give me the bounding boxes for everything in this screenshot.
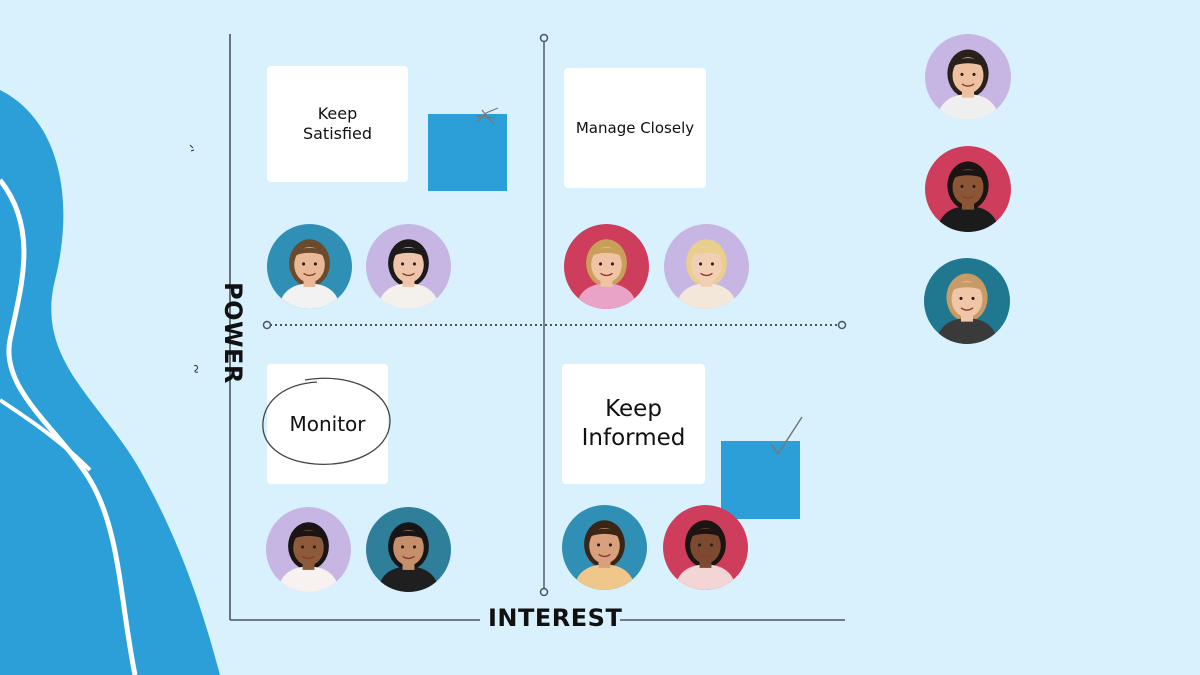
quadrant-label: Keep Informed — [581, 396, 686, 451]
avatar-side-1[interactable] — [925, 34, 1011, 120]
sticky-note[interactable] — [428, 114, 507, 191]
quadrant-card-manage-closely[interactable]: Manage Closely — [564, 68, 706, 188]
person-portrait-icon — [925, 34, 1011, 120]
person-portrait-icon — [564, 224, 649, 309]
avatar-side-3[interactable] — [924, 258, 1010, 344]
checkmark-doodle-icon — [770, 416, 803, 456]
person-portrait-icon — [366, 507, 451, 592]
person-portrait-icon — [366, 224, 451, 309]
avatar-bl-2[interactable] — [366, 507, 451, 592]
quadrant-label: Monitor — [289, 412, 366, 436]
avatar-tl-2[interactable] — [366, 224, 451, 309]
x-axis-label: INTEREST — [488, 604, 623, 632]
quadrant-card-keep-satisfied[interactable]: Keep Satisfied — [267, 66, 408, 182]
star-doodle-icon — [475, 107, 499, 125]
sticky-note[interactable] — [721, 441, 800, 519]
quadrant-card-keep-informed[interactable]: Keep Informed — [562, 364, 705, 484]
circle-annotation — [262, 377, 391, 466]
person-portrait-icon — [925, 146, 1011, 232]
avatar-tl-1[interactable] — [267, 224, 352, 309]
avatar-tr-2[interactable] — [664, 224, 749, 309]
person-portrait-icon — [664, 224, 749, 309]
avatar-bl-1[interactable] — [266, 507, 351, 592]
person-portrait-icon — [663, 505, 748, 590]
avatar-tr-1[interactable] — [564, 224, 649, 309]
person-portrait-icon — [562, 505, 647, 590]
quadrant-label: Keep Satisfied — [302, 104, 373, 143]
quadrant-label: Manage Closely — [575, 119, 695, 137]
avatar-side-2[interactable] — [925, 146, 1011, 232]
person-portrait-icon — [267, 224, 352, 309]
person-portrait-icon — [266, 507, 351, 592]
avatar-br-1[interactable] — [562, 505, 647, 590]
person-portrait-icon — [924, 258, 1010, 344]
y-axis-label: POWER — [219, 282, 247, 384]
avatar-br-2[interactable] — [663, 505, 748, 590]
